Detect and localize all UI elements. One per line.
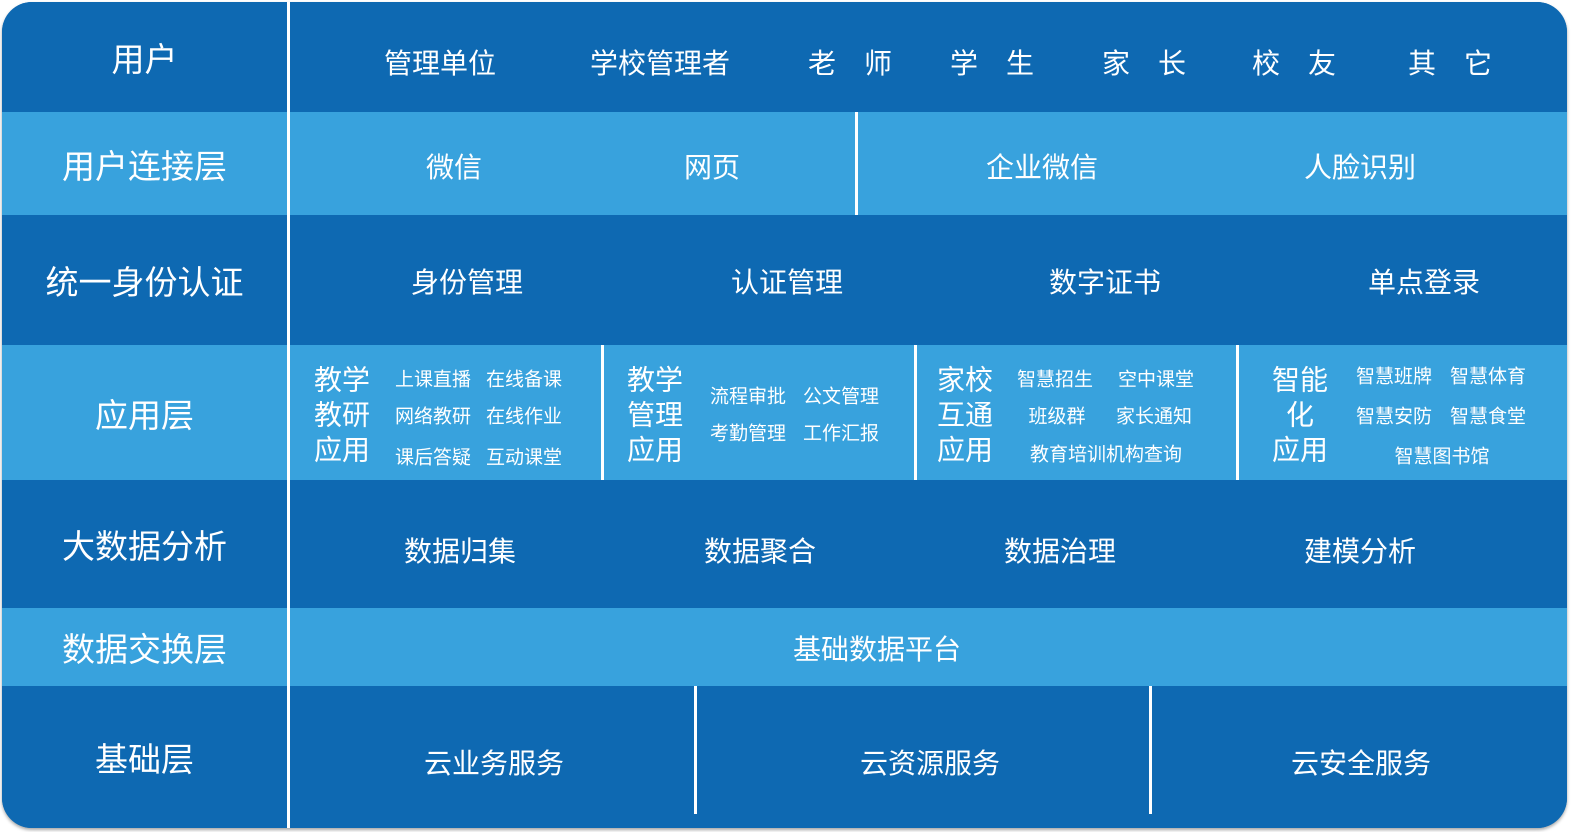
app-item: 课后答疑 [394,446,472,469]
app-item: 公文管理 [802,385,880,408]
row-infra: 基础层 云业务服务 云资源服务 云安全服务 [2,686,1567,828]
connect-item: 人脸识别 [1303,151,1417,184]
exchange-item: 基础数据平台 [792,633,962,666]
row-exchange: 数据交换层 基础数据平台 [2,608,1567,686]
cell-divider [694,686,697,814]
app-item: 工作汇报 [802,422,880,445]
row-bigdata: 大数据分析 数据归集 数据聚合 数据治理 建模分析 [2,480,1567,608]
connect-item: 企业微信 [985,151,1099,184]
user-item: 老师 [807,47,921,80]
app-item: 在线作业 [485,405,563,428]
user-item: 学校管理者 [589,47,731,80]
app-item: 教育培训机构查询 [1029,443,1183,466]
app-item: 班级群 [1028,405,1086,428]
app-group-title: 教学 教研 应用 [313,363,371,467]
app-item: 考勤管理 [709,422,787,445]
row-connect: 用户连接层 微信 网页 企业微信 人脸识别 [2,112,1567,215]
row-content: 基础数据平台 [290,608,1567,686]
row-users: 用户 管理单位 学校管理者 老师 学生 家长 校友 其它 [2,2,1567,112]
app-group-title: 智能 化 应用 [1271,363,1329,467]
app-item: 上课直播 [394,368,472,391]
row-content: 身份管理 认证管理 数字证书 单点登录 [290,215,1567,345]
row-label: 大数据分析 [62,527,227,566]
cell-divider [601,345,604,480]
infra-item: 云业务服务 [423,747,565,780]
cell-divider [914,345,917,480]
cell-divider [855,112,858,215]
label-column-divider [287,2,290,828]
row-label: 基础层 [95,740,194,779]
app-item: 网络教研 [394,405,472,428]
user-item: 其它 [1407,47,1521,80]
connect-item: 网页 [683,151,741,184]
row-label: 数据交换层 [62,630,227,669]
bigdata-item: 数据聚合 [703,535,817,568]
identity-item: 数字证书 [1048,266,1162,299]
row-app: 应用层 教学 教研 应用 上课直播 在线备课 网络教研 在线作业 课后答疑 互动… [2,345,1567,480]
app-item: 流程审批 [709,385,787,408]
identity-item: 身份管理 [410,266,524,299]
app-group-title: 家校 互通 应用 [936,363,994,467]
user-item: 家长 [1101,47,1215,80]
app-item: 家长通知 [1115,405,1193,428]
row-label: 应用层 [95,395,194,435]
app-item: 在线备课 [485,368,563,391]
app-item: 互动课堂 [485,446,563,469]
row-content: 数据归集 数据聚合 数据治理 建模分析 [290,480,1567,608]
app-item: 智慧图书馆 [1394,445,1490,468]
row-label: 用户 [111,40,178,79]
bigdata-item: 建模分析 [1303,535,1417,568]
row-content: 教学 教研 应用 上课直播 在线备课 网络教研 在线作业 课后答疑 互动课堂 教… [290,345,1567,480]
infra-item: 云安全服务 [1290,747,1432,780]
connect-item: 微信 [425,151,483,184]
app-group-title: 教学 管理 应用 [626,363,684,467]
app-item: 智慧安防 [1355,405,1433,428]
row-label: 统一身份认证 [45,263,244,302]
user-item: 校友 [1251,47,1365,80]
user-item: 学生 [949,47,1063,80]
row-content: 管理单位 学校管理者 老师 学生 家长 校友 其它 [290,2,1567,112]
app-item: 智慧食堂 [1449,405,1527,428]
cell-divider [1149,686,1152,814]
identity-item: 认证管理 [730,266,844,299]
user-item: 管理单位 [383,47,497,80]
bigdata-item: 数据治理 [1003,535,1117,568]
cell-divider [1236,345,1239,480]
row-content: 微信 网页 企业微信 人脸识别 [290,112,1567,215]
row-label: 用户连接层 [62,146,227,186]
infra-item: 云资源服务 [859,747,1001,780]
app-item: 智慧招生 [1016,368,1094,391]
app-item: 智慧体育 [1449,365,1527,388]
bigdata-item: 数据归集 [403,535,517,568]
app-item: 空中课堂 [1117,368,1195,391]
row-content: 云业务服务 云资源服务 云安全服务 [290,686,1567,828]
row-identity: 统一身份认证 身份管理 认证管理 数字证书 单点登录 [2,215,1567,345]
app-item: 智慧班牌 [1355,365,1433,388]
identity-item: 单点登录 [1367,266,1481,299]
